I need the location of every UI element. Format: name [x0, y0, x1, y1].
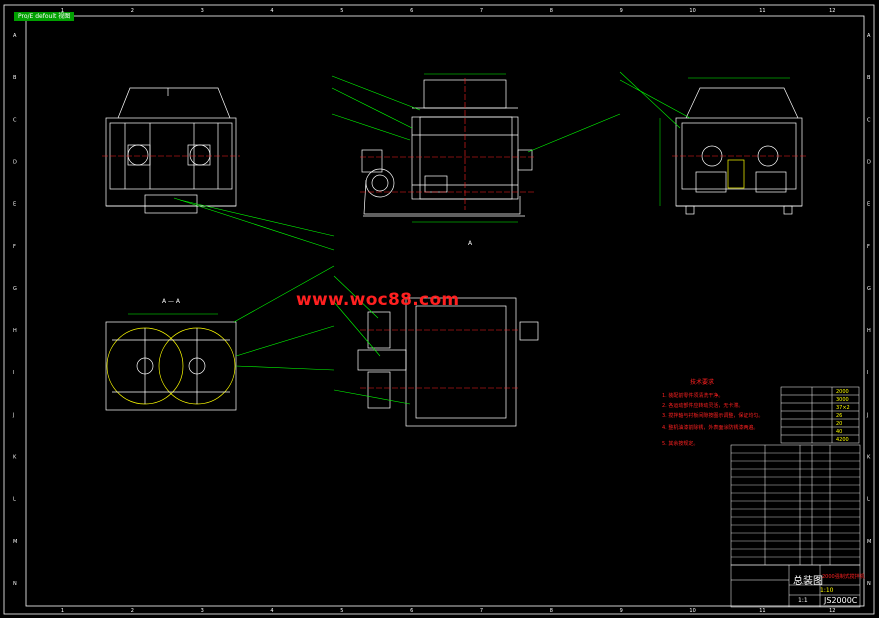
column-label: 12: [829, 608, 835, 614]
column-label: 12: [829, 8, 835, 14]
view-right-elevation: [675, 87, 803, 215]
spec-values: 2000 3000 37×2 26 20 40 4200: [836, 389, 850, 443]
row-labels: A A B B C C D D E E F F G G H H I I J J K K L L M M N N: [12, 33, 871, 587]
view-section-a-a: [105, 321, 237, 411]
column-label: 10: [689, 8, 695, 14]
parts-list: [730, 444, 861, 566]
title-block: [730, 564, 861, 608]
toolbar-badge[interactable]: Pro/E defoult 视图: [14, 12, 75, 21]
leader-lines: [173, 71, 691, 405]
column-label: 5: [340, 8, 343, 14]
row-label: J: [12, 412, 14, 418]
column-label: 7: [480, 608, 483, 614]
view-plan: [357, 297, 539, 427]
row-label: E: [867, 202, 870, 208]
row-label: A: [867, 33, 871, 39]
column-label: 10: [689, 608, 695, 614]
row-label: I: [13, 370, 14, 376]
row-label: G: [867, 286, 871, 292]
spec-value: 37×2: [836, 405, 850, 411]
column-label: 9: [620, 608, 623, 614]
column-label: 1: [61, 8, 64, 14]
column-label: 2: [131, 8, 134, 14]
watermark-text: www.woc88.com: [296, 290, 460, 310]
row-label: C: [867, 117, 871, 123]
drawing-title: 总装图: [793, 576, 823, 587]
row-label: M: [867, 539, 871, 545]
column-label: 2: [131, 608, 134, 614]
row-label: F: [867, 244, 870, 250]
notes-title: 技术要求: [690, 379, 715, 386]
column-label: 4: [270, 8, 273, 14]
view-left-elevation: [105, 87, 237, 214]
row-label: B: [867, 75, 871, 81]
view-mark: A: [468, 240, 473, 247]
row-label: E: [13, 202, 16, 208]
section-label: A — A: [162, 298, 181, 305]
column-label: 11: [759, 8, 765, 14]
title-block-subtitle: 2000强制式搅拌机: [822, 573, 865, 580]
row-label: B: [13, 75, 17, 81]
drawing-scale: 1:10: [820, 587, 834, 594]
row-label: J: [866, 412, 868, 418]
row-label: C: [13, 117, 17, 123]
drawing-number: JS2000C: [824, 596, 858, 605]
spec-value: 3000: [836, 397, 849, 403]
spec-value: 26: [836, 413, 842, 419]
row-label: A: [13, 33, 17, 39]
row-label: I: [867, 370, 868, 376]
row-label: G: [13, 286, 17, 292]
column-label: 6: [410, 8, 413, 14]
column-label: 1: [61, 608, 64, 614]
view-center-elevation: [361, 79, 533, 217]
row-label: L: [13, 497, 16, 503]
row-label: N: [13, 581, 17, 587]
spec-value: 20: [836, 421, 842, 427]
row-label: M: [13, 539, 17, 545]
spec-value: 40: [836, 429, 842, 435]
note-line-2: 2. 各运动部件应转动灵活，无卡滞。: [662, 403, 744, 409]
column-label: 4: [270, 608, 273, 614]
parts-list-rows: [731, 452, 860, 558]
spec-value: 4200: [836, 437, 849, 443]
row-label: H: [13, 328, 17, 334]
column-label: 11: [759, 608, 765, 614]
row-label: H: [867, 328, 871, 334]
note-line-3: 3. 搅拌轴与衬板间隙按图示调整，保证均匀。: [662, 413, 764, 419]
row-label: K: [13, 455, 17, 461]
inner-frame: [25, 15, 865, 607]
column-label: 6: [410, 608, 413, 614]
column-label: 3: [201, 608, 204, 614]
column-label: 7: [480, 8, 483, 14]
row-label: N: [867, 581, 871, 587]
spec-value: 2000: [836, 389, 849, 395]
column-label: 3: [201, 8, 204, 14]
note-line-1: 1. 装配前零件须清洗干净。: [662, 393, 724, 399]
row-label: D: [13, 160, 17, 166]
column-label: 9: [620, 8, 623, 14]
outer-frame: [3, 4, 875, 615]
column-label: 8: [550, 8, 553, 14]
note-line-4: 4. 整机油漆前除锈，外表面涂防锈漆两遍。: [662, 425, 759, 431]
column-label: 8: [550, 608, 553, 614]
row-label: F: [13, 244, 16, 250]
drawing-sheet: 1:1: [798, 597, 808, 604]
spec-table: [780, 386, 860, 444]
row-label: D: [867, 160, 871, 166]
row-label: L: [867, 497, 870, 503]
dimension-lines: [128, 73, 790, 315]
note-line-5: 5. 其余按规定。: [662, 441, 699, 447]
column-label: 5: [340, 608, 343, 614]
row-label: K: [867, 455, 871, 461]
